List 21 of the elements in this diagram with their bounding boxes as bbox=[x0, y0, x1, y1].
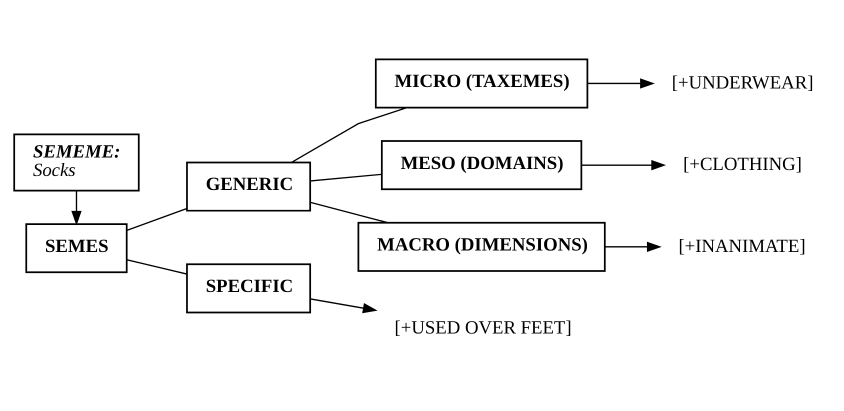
node-box: GENERIC bbox=[186, 161, 312, 212]
connector bbox=[126, 258, 188, 274]
node-box: SEMES bbox=[25, 222, 128, 273]
node-text: [+USED OVER FEET] bbox=[394, 316, 572, 338]
node-text: [+CLOTHING] bbox=[683, 154, 802, 175]
connector bbox=[310, 201, 388, 223]
arrow bbox=[71, 190, 82, 226]
connector bbox=[291, 106, 408, 162]
arrow bbox=[605, 241, 662, 252]
node-box: MESO (DOMAINS) bbox=[380, 140, 582, 190]
node-box: SPECIFIC bbox=[186, 262, 312, 313]
node-text: [+UNDERWEAR] bbox=[672, 72, 814, 93]
connector bbox=[310, 173, 382, 182]
node-box: MACRO (DIMENSIONS) bbox=[358, 221, 606, 272]
arrow bbox=[582, 160, 666, 170]
connector bbox=[126, 207, 188, 230]
arrow bbox=[310, 298, 378, 313]
node-text: [+INANIMATE] bbox=[678, 235, 806, 256]
arrow bbox=[588, 78, 655, 88]
node-box: MICRO (TAXEMES) bbox=[374, 58, 588, 108]
node-box: SEMEME: Socks bbox=[13, 132, 140, 191]
